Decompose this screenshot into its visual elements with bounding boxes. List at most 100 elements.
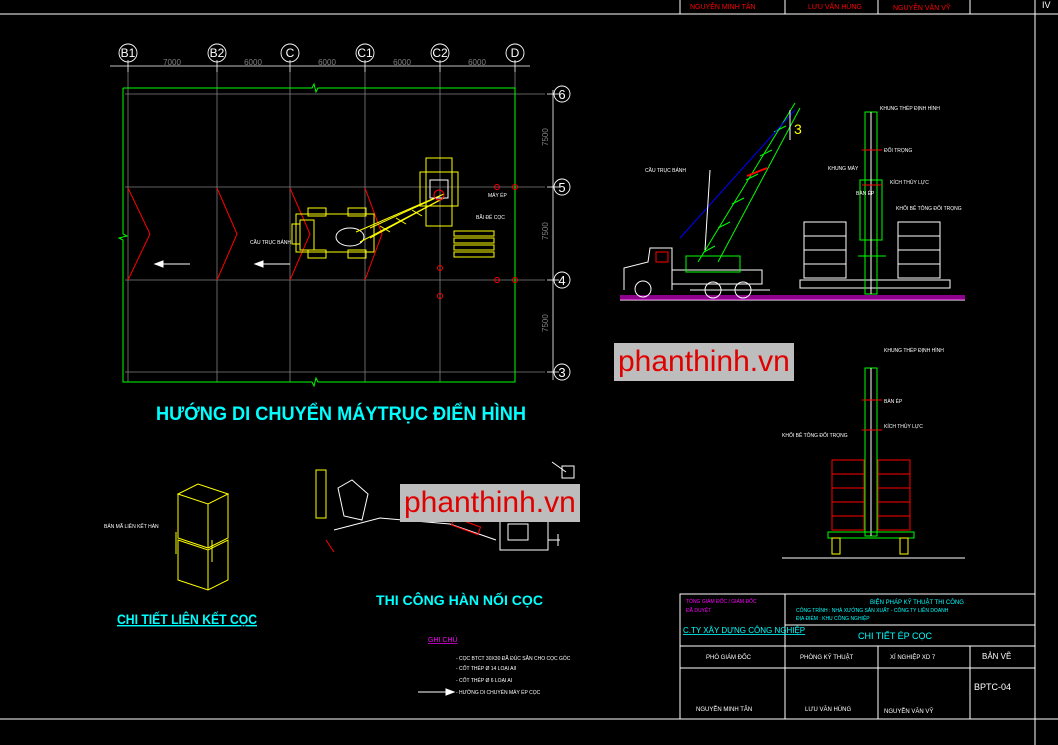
rig1-blocks — [799, 221, 951, 289]
project-line-2: ĐỊA ĐIỂM : KHU CÔNG NGHIỆP — [796, 614, 870, 622]
name-3: NGUYỄN VĂN VỸ — [884, 708, 933, 715]
name-1: NGUYỄN MINH TÂN — [696, 706, 752, 713]
role-4: BẢN VẼ — [982, 652, 1011, 661]
role-2: PHÒNG KỸ THUẬT — [800, 654, 854, 661]
plan-press-rig — [419, 157, 459, 227]
rig2-label-left: KHỐI BÊ TÔNG ĐỐI TRỌNG — [782, 431, 848, 439]
watermark-1: phanthinh.vn — [614, 343, 794, 381]
span-label-2: 6000 — [244, 58, 262, 67]
notes: GHI CHÚ - CỌC BTCT 30X30 ĐÃ ĐÚC SẴN CHO … — [418, 635, 571, 696]
rig2-label-mid: BÀN ÉP — [884, 398, 903, 405]
plan-small-markers — [437, 184, 518, 299]
crane-cab-label: CẦU TRỤC BÁNH — [645, 167, 686, 174]
notes-line-1: - CỌC BTCT 30X30 ĐÃ ĐÚC SẴN CHO CỌC GÓC — [456, 655, 571, 662]
rig1-label-jack: KÍCH THỦY LỰC — [890, 179, 929, 186]
company-label: TỔNG GIÁM ĐỐC / GIÁM ĐỐC — [686, 598, 757, 605]
plan-travel-path — [127, 187, 383, 281]
plan-axis-labels-top: B1 B2 C C1 C2 D — [121, 46, 520, 60]
plan-view: B1 B2 C C1 C2 D 7000 6000 6000 6000 6000 — [110, 43, 571, 425]
plan-label-crane: CẦU TRỤC BÁNH — [250, 239, 291, 246]
notes-arrow — [418, 688, 456, 696]
plan-pile-stack — [453, 230, 495, 258]
notes-line-4: - HƯỚNG DI CHUYỂN MÁY ÉP CỌC — [456, 689, 541, 696]
rig1-labels: KHUNG THÉP ĐỊNH HÌNH KHUNG MÁY ĐỐI TRỌNG… — [828, 105, 962, 212]
crane-elevation: 3 CẦU TRỤC BÁNH — [620, 102, 965, 301]
rig2-labels: KHUNG THÉP ĐỊNH HÌNH BÀN ÉP KÍCH THỦY LỰ… — [782, 347, 944, 439]
plan-axis-bubbles-top — [118, 43, 525, 63]
rig2-label-jack: KÍCH THỦY LỰC — [884, 423, 923, 430]
title-block: TỔNG GIÁM ĐỐC / GIÁM ĐỐC ĐÃ DUYỆT C.TY X… — [679, 593, 1036, 720]
name-2: LƯU VĂN HÙNG — [805, 706, 851, 713]
plan-label-pile-stack: BÃI ĐỂ CỌC — [476, 214, 505, 221]
welding-title: THI CÔNG HÀN NỐI CỌC — [376, 591, 543, 608]
notes-lines: - CỌC BTCT 30X30 ĐÃ ĐÚC SẴN CHO CỌC GÓC … — [456, 655, 571, 696]
crane-truck — [623, 247, 770, 299]
axis-label-b2: B2 — [210, 46, 225, 60]
title-block-company: TỔNG GIÁM ĐỐC / GIÁM ĐỐC ĐÃ DUYỆT C.TY X… — [683, 598, 805, 635]
project-title: BIỆN PHÁP KỸ THUẬT THI CÔNG — [870, 598, 964, 606]
crane-number-label: 3 — [794, 121, 802, 137]
rig1-label-weight: ĐỐI TRỌNG — [884, 147, 912, 154]
rig1-label-frame: KHUNG MÁY — [828, 165, 859, 172]
role-1: PHÓ GIÁM ĐỐC — [706, 654, 752, 661]
rig2-tower — [827, 367, 915, 555]
rig1-label-top: KHUNG THÉP ĐỊNH HÌNH — [880, 105, 940, 112]
axis-label-6: 6 — [558, 87, 565, 102]
detail-pile-joint: BẢN MÃ LIÊN KẾT HÀN CHI TIẾT LIÊN KẾT CỌ… — [104, 483, 257, 627]
rig-elevation-2: KHUNG THÉP ĐỊNH HÌNH BÀN ÉP KÍCH THỦY LỰ… — [782, 347, 965, 559]
rig-elevation-1: KHUNG THÉP ĐỊNH HÌNH KHUNG MÁY ĐỐI TRỌNG… — [799, 105, 962, 295]
sheet-number: BPTC-04 — [974, 682, 1011, 692]
sheet-name: CHI TIẾT ÉP CỌC — [858, 631, 933, 641]
plan-dim-line-right — [547, 90, 559, 380]
notes-heading: GHI CHÚ — [428, 635, 458, 644]
span-label-r3: 7500 — [541, 314, 550, 332]
plan-crane — [291, 193, 445, 259]
title-block-roles: PHÓ GIÁM ĐỐC PHÒNG KỸ THUẬT XÍ NGHIỆP XD… — [706, 652, 1011, 661]
plan-axis-labels-right: 6 5 4 3 — [558, 87, 565, 380]
span-label-r1: 7500 — [541, 128, 550, 146]
pile-joint-label: BẢN MÃ LIÊN KẾT HÀN — [104, 522, 159, 530]
axis-label-b1: B1 — [121, 46, 136, 60]
plan-direction-arrows — [153, 260, 290, 268]
axis-label-c: C — [286, 46, 295, 60]
rig1-label-block: KHỐI BÊ TÔNG ĐỐI TRỌNG — [896, 204, 962, 212]
crane-ground — [620, 295, 965, 301]
axis-label-4: 4 — [558, 273, 565, 288]
rig1-tower — [858, 111, 886, 295]
pile-joint-drawing — [175, 483, 230, 591]
span-label-3: 6000 — [318, 58, 336, 67]
watermark-2: phanthinh.vn — [400, 484, 580, 522]
axis-label-3: 3 — [558, 365, 565, 380]
plan-span-labels-right: 7500 7500 7500 — [541, 128, 550, 332]
company-name: C.TY XÂY DỰNG CÔNG NGHIỆP — [683, 626, 805, 635]
plan-span-labels-top: 7000 6000 6000 6000 6000 — [163, 58, 486, 67]
axis-label-d: D — [511, 46, 520, 60]
span-label-5: 6000 — [468, 58, 486, 67]
project-line-1: CÔNG TRÌNH : NHÀ XƯỞNG SẢN XUẤT - CÔNG T… — [796, 606, 949, 614]
span-label-1: 7000 — [163, 58, 181, 67]
title-block-grid — [679, 593, 1036, 720]
axis-label-5: 5 — [558, 180, 565, 195]
title-block-names: NGUYỄN MINH TÂN LƯU VĂN HÙNG NGUYỄN VĂN … — [696, 682, 1011, 715]
notes-line-3: - CỐT THÉP Ø 6 LOẠI AI — [456, 677, 512, 684]
plan-labels: CẦU TRỤC BÁNH BÃI ĐỂ CỌC MÁY ÉP — [250, 192, 507, 246]
plan-title: HƯỚNG DI CHUYỂN MÁYTRỤC ĐIỂN HÌNH — [156, 403, 526, 425]
span-label-r2: 7500 — [541, 222, 550, 240]
pile-joint-title: CHI TIẾT LIÊN KẾT CỌC — [117, 610, 257, 627]
top-strip-name-2: LƯU VĂN HÙNG — [808, 2, 862, 11]
span-label-4: 6000 — [393, 58, 411, 67]
plan-boundary — [117, 82, 516, 388]
rig2-label-top: KHUNG THÉP ĐỊNH HÌNH — [884, 347, 944, 354]
axis-label-c1: C1 — [357, 46, 373, 60]
plan-label-machine: MÁY ÉP — [488, 192, 507, 199]
top-strip-name-1: NGUYỄN MINH TÂN — [690, 2, 756, 11]
top-strip-sheet: IV — [1042, 0, 1051, 10]
company-sub: ĐÃ DUYỆT — [686, 606, 711, 614]
rig2-blocks — [831, 459, 911, 531]
top-strip: NGUYỄN MINH TÂN LƯU VĂN HÙNG NGUYỄN VĂN … — [690, 0, 1051, 12]
plan-grid — [125, 72, 545, 382]
title-block-project: BIỆN PHÁP KỸ THUẬT THI CÔNG CÔNG TRÌNH :… — [796, 598, 964, 641]
axis-label-c2: C2 — [432, 46, 448, 60]
top-strip-name-3: NGUYỄN VĂN VỸ — [893, 3, 951, 12]
